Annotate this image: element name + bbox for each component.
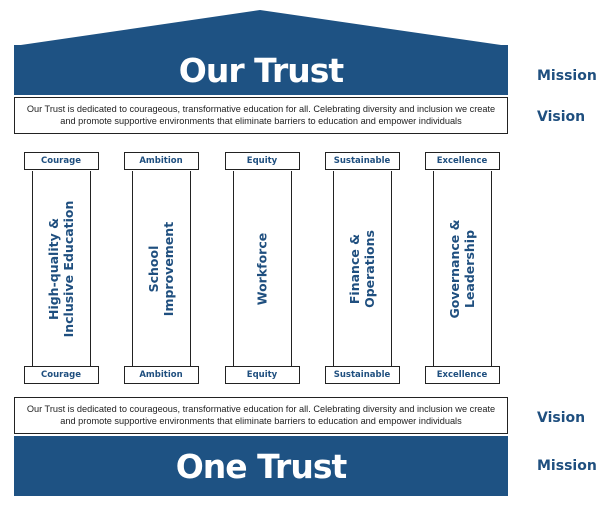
pillar-bottom-value: Ambition — [123, 366, 199, 384]
top-mission-label: Mission — [537, 68, 597, 84]
pillar-bottom-value: Courage — [23, 366, 99, 384]
top-title-banner: Our Trust — [14, 45, 508, 95]
pillar-top-value: Excellence — [424, 152, 500, 170]
pillar-shaft: Finance & Operations — [332, 171, 392, 366]
pillar-shaft: Workforce — [232, 171, 292, 366]
pillar-top-value: Ambition — [123, 152, 199, 170]
top-vision-label: Vision — [537, 109, 586, 125]
pillar-label: School Improvement — [146, 221, 176, 316]
top-statement-box: Our Trust is dedicated to courageous, tr… — [14, 97, 508, 134]
pillar-top-value: Sustainable — [324, 152, 400, 170]
top-title: Our Trust — [178, 50, 344, 90]
pillar-shaft: School Improvement — [131, 171, 191, 366]
bottom-vision-label: Vision — [537, 410, 586, 426]
bottom-title-banner: One Trust — [14, 436, 508, 496]
pillar-bottom-value: Equity — [224, 366, 300, 384]
bottom-mission-label: Mission — [537, 458, 597, 474]
pillar-shaft: High-quality & Inclusive Education — [31, 171, 91, 366]
pillar-bottom-value: Sustainable — [324, 366, 400, 384]
bottom-statement-box: Our Trust is dedicated to courageous, tr… — [14, 397, 508, 434]
bottom-statement: Our Trust is dedicated to courageous, tr… — [26, 404, 496, 426]
pillar-shaft: Governance & Leadership — [432, 171, 492, 366]
top-statement: Our Trust is dedicated to courageous, tr… — [26, 104, 496, 126]
pillar-label: High-quality & Inclusive Education — [46, 200, 76, 337]
pillar-top-value: Courage — [23, 152, 99, 170]
pillar-label: Finance & Operations — [347, 229, 377, 308]
pillar-top-value: Equity — [224, 152, 300, 170]
pillar-bottom-value: Excellence — [424, 366, 500, 384]
pillar-label: Governance & Leadership — [447, 218, 477, 319]
pillar-label: Workforce — [254, 232, 270, 305]
bottom-title: One Trust — [175, 446, 347, 486]
roof-shape — [14, 10, 508, 46]
